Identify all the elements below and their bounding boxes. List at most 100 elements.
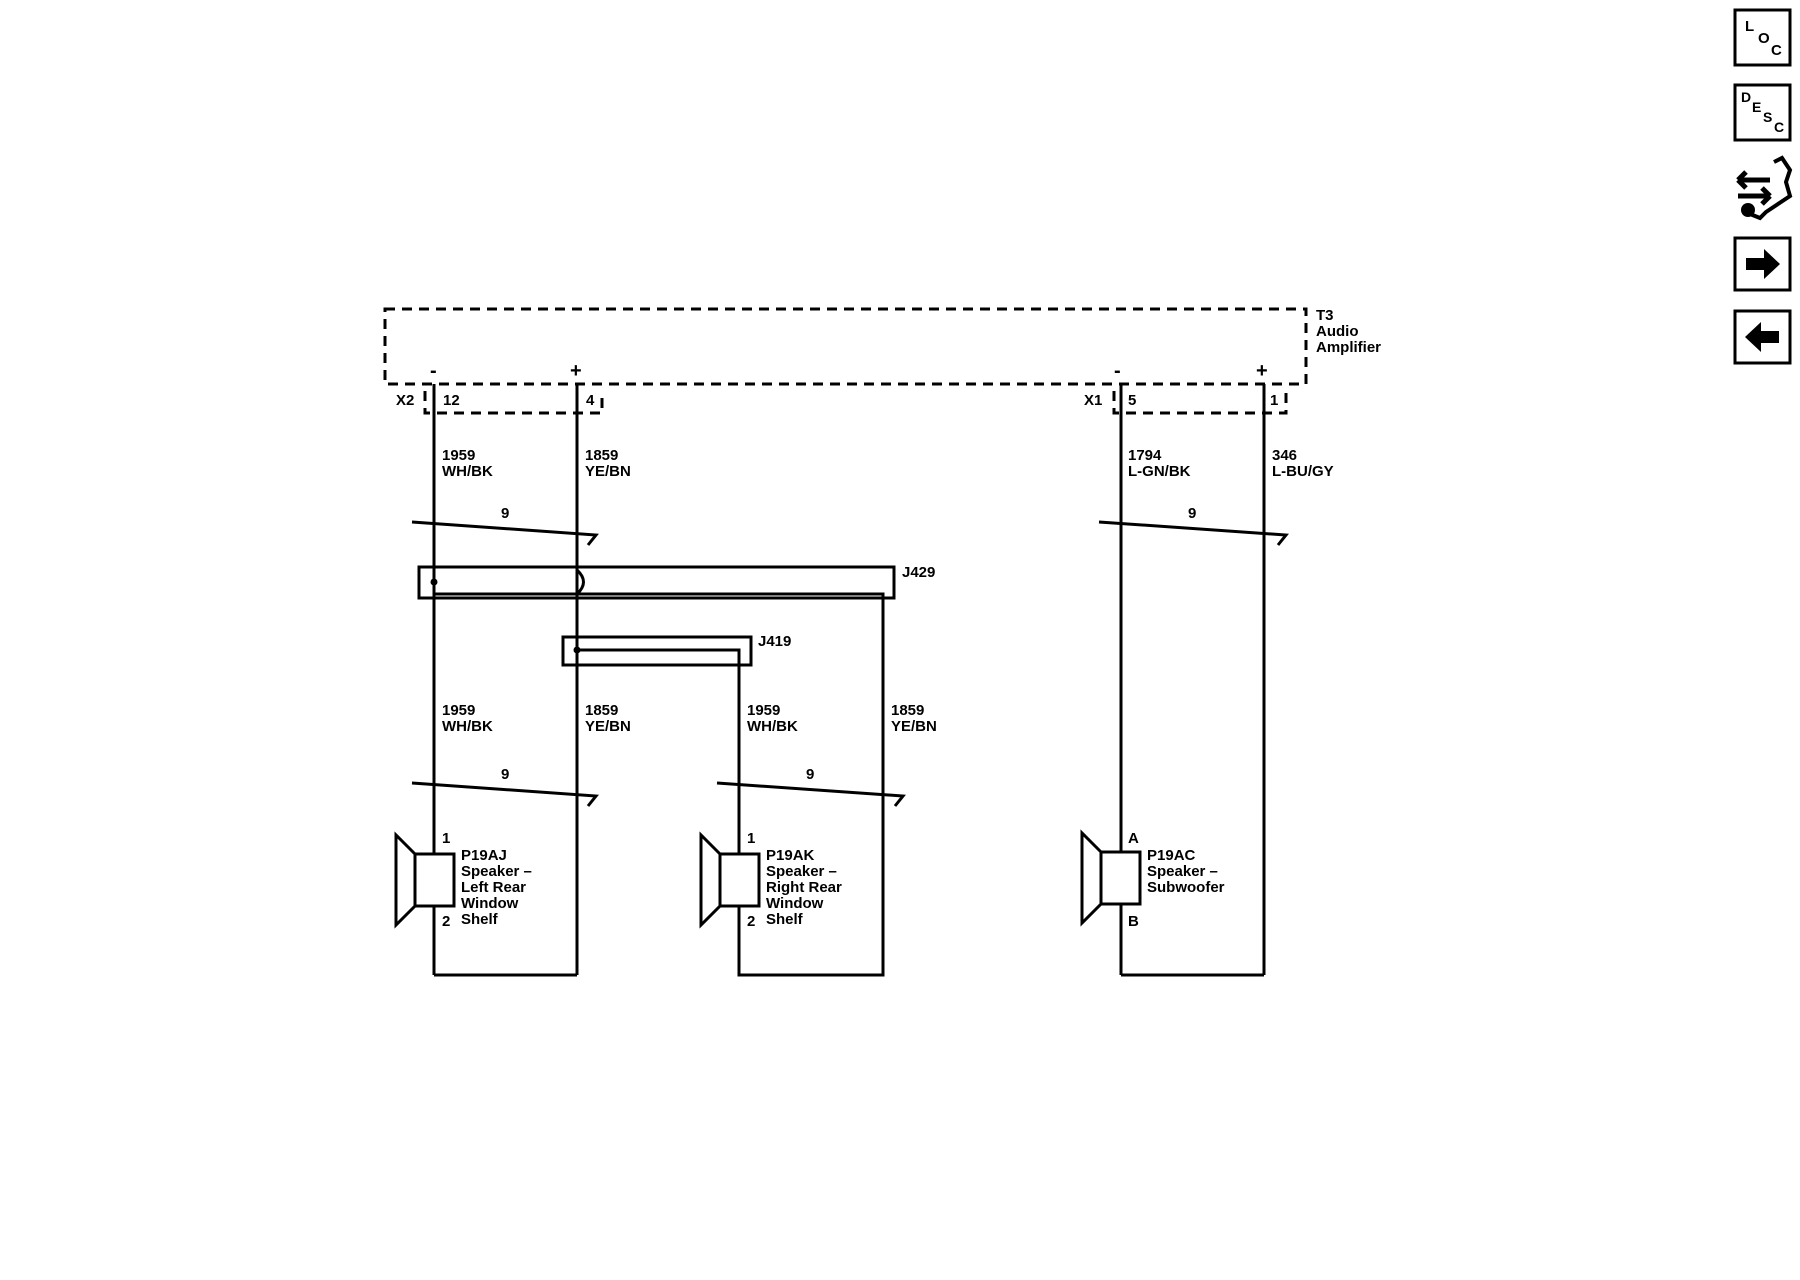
speaker-pin-top: 1 bbox=[747, 830, 755, 847]
splice-point-j419 bbox=[573, 646, 581, 654]
splice-pack-j429: J429 bbox=[417, 564, 935, 600]
wire-color: YE/BN bbox=[585, 463, 631, 480]
wire-color: L-GN/BK bbox=[1128, 463, 1191, 480]
splice-pack-j419: J419 bbox=[561, 633, 791, 667]
wire-color: WH/BK bbox=[442, 463, 493, 480]
amp-terminal-plus-right: + bbox=[1256, 360, 1268, 382]
wire-labels-upper: 1959 WH/BK 1859 YE/BN 1794 L-GN/BK 346 L… bbox=[442, 447, 1334, 480]
amplifier-outline bbox=[383, 307, 1308, 386]
amp-terminal-plus-left: + bbox=[570, 360, 582, 382]
description-icon-letter: C bbox=[1774, 119, 1784, 135]
speaker-desc-line2: Left Rear bbox=[461, 879, 526, 896]
twist-label: 9 bbox=[501, 505, 509, 522]
splice-pack-j419-label: J419 bbox=[758, 633, 791, 650]
twist-label: 9 bbox=[806, 766, 814, 783]
amplifier-name-line2: Amplifier bbox=[1316, 339, 1381, 356]
speaker-icon bbox=[1080, 829, 1142, 927]
speaker-ref: P19AK bbox=[766, 847, 815, 864]
connector-x2-label: X2 bbox=[396, 392, 414, 409]
wire-color: WH/BK bbox=[442, 718, 493, 735]
speaker-desc-line4: Shelf bbox=[766, 911, 804, 928]
pin-12-label: 12 bbox=[443, 392, 460, 409]
wire-right-speaker-loop bbox=[434, 592, 885, 977]
next-page-arrow-icon bbox=[1746, 249, 1780, 279]
twisted-pair-upper-left: 9 bbox=[411, 505, 599, 546]
speaker-icon bbox=[699, 831, 761, 929]
connector-x2: X2 12 4 bbox=[396, 391, 604, 415]
amplifier-name-line1: Audio bbox=[1316, 323, 1359, 340]
splice-pack-j429-label: J429 bbox=[902, 564, 935, 581]
amp-terminal-minus-left: - bbox=[430, 360, 437, 382]
wire-circuit: 346 bbox=[1272, 447, 1297, 464]
speaker-ref: P19AC bbox=[1147, 847, 1196, 864]
connector-x1-outline bbox=[1112, 391, 1288, 415]
wire-circuit: 1859 bbox=[585, 702, 618, 719]
splice-pack-j429-outline bbox=[417, 565, 896, 600]
speaker-desc-line2: Subwoofer bbox=[1147, 879, 1225, 896]
twist-label: 9 bbox=[501, 766, 509, 783]
wire-circuit: 1859 bbox=[891, 702, 924, 719]
speaker-pin-bottom: B bbox=[1128, 913, 1139, 930]
location-icon-letter: L bbox=[1745, 18, 1754, 35]
wire-circuit: 1794 bbox=[1128, 447, 1162, 464]
wire-color: WH/BK bbox=[747, 718, 798, 735]
speaker-desc-line1: Speaker – bbox=[1147, 863, 1218, 880]
connector-x2-outline bbox=[423, 391, 604, 415]
wire-crossover-hop bbox=[575, 568, 585, 596]
location-icon-letter: C bbox=[1771, 42, 1782, 59]
description-icon-letter: E bbox=[1752, 99, 1761, 115]
previous-page-button[interactable] bbox=[1733, 309, 1792, 365]
location-button[interactable]: L O C bbox=[1733, 8, 1792, 67]
twist-line bbox=[411, 520, 599, 546]
pin-1-label: 1 bbox=[1270, 392, 1278, 409]
twist-line bbox=[1098, 520, 1289, 546]
speaker-desc-line2: Right Rear bbox=[766, 879, 842, 896]
twisted-pair-upper-right: 9 bbox=[1098, 505, 1289, 546]
description-button[interactable]: D E S C bbox=[1733, 83, 1792, 142]
wire-circuit: 1959 bbox=[442, 447, 475, 464]
wire-circuit: 1859 bbox=[585, 447, 618, 464]
splice-pack-j419-outline bbox=[561, 635, 753, 667]
speaker-desc-line1: Speaker – bbox=[766, 863, 837, 880]
audio-amplifier-t3: T3 Audio Amplifier - + - + bbox=[383, 307, 1381, 386]
connector-x1: X1 5 1 bbox=[1084, 391, 1288, 415]
connector-end-view-icon bbox=[1736, 155, 1793, 221]
amplifier-ref: T3 bbox=[1316, 307, 1334, 324]
twisted-pair-lower-left: 9 bbox=[411, 766, 599, 807]
pin-5-label: 5 bbox=[1128, 392, 1136, 409]
speaker-pin-bottom: 2 bbox=[442, 913, 450, 930]
previous-page-arrow-icon bbox=[1745, 322, 1779, 352]
speaker-pin-bottom: 2 bbox=[747, 913, 755, 930]
next-page-button[interactable] bbox=[1733, 236, 1792, 292]
speaker-p19ak: 1 2 P19AK Speaker – Right Rear Window Sh… bbox=[699, 830, 842, 930]
speaker-ref: P19AJ bbox=[461, 847, 507, 864]
wire-labels-lower: 1959 WH/BK 1859 YE/BN 1959 WH/BK 1859 YE… bbox=[442, 702, 937, 735]
speaker-pin-top: A bbox=[1128, 830, 1139, 847]
speaker-p19aj: 1 2 P19AJ Speaker – Left Rear Window She… bbox=[394, 830, 532, 930]
pin-4-label: 4 bbox=[586, 392, 595, 409]
speaker-desc-line4: Shelf bbox=[461, 911, 499, 928]
twisted-pair-lower-right: 9 bbox=[716, 766, 906, 807]
location-icon-letter: O bbox=[1758, 30, 1770, 47]
speaker-pin-top: 1 bbox=[442, 830, 450, 847]
description-icon-letter: S bbox=[1763, 109, 1772, 125]
description-icon-letter: D bbox=[1741, 89, 1751, 105]
twist-line bbox=[716, 781, 906, 807]
wire-circuit: 1959 bbox=[747, 702, 780, 719]
speaker-p19ac: A B P19AC Speaker – Subwoofer bbox=[1080, 829, 1225, 930]
location-icon bbox=[1733, 8, 1792, 67]
speaker-desc-line1: Speaker – bbox=[461, 863, 532, 880]
speaker-desc-line3: Window bbox=[461, 895, 519, 912]
splice-point-j429 bbox=[430, 578, 438, 586]
connector-end-view-button[interactable] bbox=[1736, 155, 1793, 221]
wire-color: YE/BN bbox=[585, 718, 631, 735]
connector-x1-label: X1 bbox=[1084, 392, 1102, 409]
amp-terminal-minus-right: - bbox=[1114, 360, 1121, 382]
wire-color: L-BU/GY bbox=[1272, 463, 1334, 480]
speaker-icon bbox=[394, 831, 456, 929]
wire-circuit: 1959 bbox=[442, 702, 475, 719]
twist-label: 9 bbox=[1188, 505, 1196, 522]
twist-line bbox=[411, 781, 599, 807]
description-icon bbox=[1733, 83, 1792, 142]
